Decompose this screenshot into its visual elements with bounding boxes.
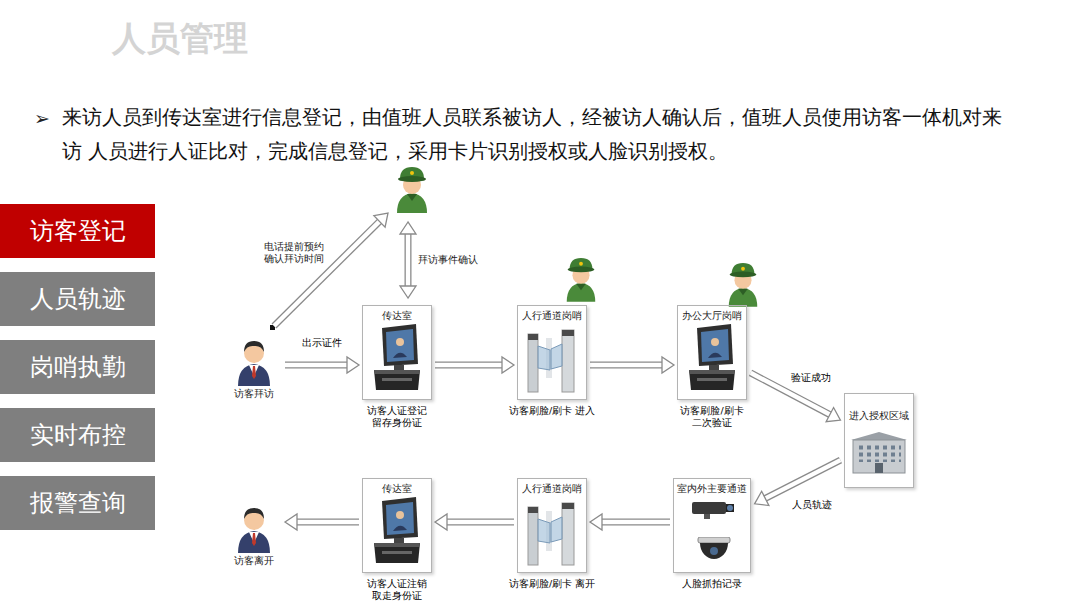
visitor-icon xyxy=(238,341,270,386)
edge-label: 人员轨迹 xyxy=(790,499,834,512)
box-heading: 传达室 xyxy=(382,310,412,321)
box-caption: 访客刷脸/刷卡 进入 xyxy=(502,405,602,417)
menu-label: 访客登记 xyxy=(0,204,155,258)
dome-camera-icon xyxy=(698,537,730,559)
guard-icon xyxy=(567,258,596,302)
process-box: 进入授权区域 xyxy=(844,393,914,488)
process-box: 室内外主要通道人脸抓拍记录 xyxy=(673,478,751,573)
turnstile-icon xyxy=(528,330,574,392)
appointment-arrow xyxy=(274,213,388,326)
menu-tab: 实时布控 xyxy=(0,408,155,462)
box-heading: 室内外主要通道 xyxy=(677,483,747,494)
process-box: 传达室访客人证注销 取走身份证 xyxy=(362,478,432,573)
flow-arrow xyxy=(751,373,841,422)
guard-icon xyxy=(729,263,758,307)
flow-arrow xyxy=(285,514,359,530)
turnstile-icon xyxy=(528,503,574,565)
menu-tab: 报警查询 xyxy=(0,476,155,530)
note-text: 拜访事件确认 xyxy=(418,254,478,267)
box-caption: 访客刷脸/刷卡 二次验证 xyxy=(662,405,762,430)
edge-label: 验证成功 xyxy=(789,372,833,385)
box-caption: 访客刷脸/刷卡 离开 xyxy=(502,578,602,590)
guard-icon xyxy=(397,167,427,213)
person-label: 访客离开 xyxy=(234,554,274,568)
process-box: 人行通道岗哨访客刷脸/刷卡 进入 xyxy=(517,305,587,400)
menu-tab: 访客登记 xyxy=(0,204,155,258)
flow-arrow xyxy=(285,357,359,373)
menu-label: 报警查询 xyxy=(0,476,155,530)
building-icon xyxy=(851,432,907,473)
process-box: 办公大厅岗哨访客刷脸/刷卡 二次验证 xyxy=(677,305,747,400)
menu-label: 实时布控 xyxy=(0,408,155,462)
menu-label: 人员轨迹 xyxy=(0,272,155,326)
box-heading: 人行通道岗哨 xyxy=(522,310,582,321)
flow-arrow xyxy=(590,357,674,373)
box-caption: 人脸抓拍记录 xyxy=(662,578,762,590)
box-heading: 办公大厅岗哨 xyxy=(682,310,742,321)
slide-title: 人员管理 xyxy=(112,16,248,62)
menu-tab: 岗哨执勤 xyxy=(0,340,155,394)
confirm-arrow xyxy=(400,222,416,298)
box-caption: 访客人证登记 留存身份证 xyxy=(347,405,447,430)
edge-label: 出示证件 xyxy=(300,337,344,350)
process-box: 传达室访客人证登记 留存身份证 xyxy=(362,305,432,400)
person-node: 访客离开 xyxy=(226,500,282,570)
box-heading: 人行通道岗哨 xyxy=(522,483,582,494)
menu-label: 岗哨执勤 xyxy=(0,340,155,394)
note-text: 电话提前预约 确认拜访时间 xyxy=(250,241,338,266)
bullet-symbol: ➢ xyxy=(34,101,50,135)
person-label: 访客拜访 xyxy=(234,387,274,401)
visitor-icon xyxy=(238,508,270,553)
flow-arrow xyxy=(435,357,514,373)
process-box: 人行通道岗哨访客刷脸/刷卡 离开 xyxy=(517,478,587,573)
box-heading: 传达室 xyxy=(382,483,412,494)
box-heading: 进入授权区域 xyxy=(849,410,909,421)
box-camera-icon xyxy=(692,502,734,519)
menu-tab: 人员轨迹 xyxy=(0,272,155,326)
flow-arrow xyxy=(590,514,670,530)
kiosk-icon xyxy=(374,324,420,390)
description-text: 来访人员到传达室进行信息登记，由值班人员联系被访人，经被访人确认后，值班人员使用… xyxy=(62,100,1007,168)
person-node: 访客拜访 xyxy=(226,333,282,403)
kiosk-icon xyxy=(689,324,735,390)
box-caption: 访客人证注销 取走身份证 xyxy=(347,578,447,603)
kiosk-icon xyxy=(374,497,420,563)
flow-arrow xyxy=(435,514,514,530)
